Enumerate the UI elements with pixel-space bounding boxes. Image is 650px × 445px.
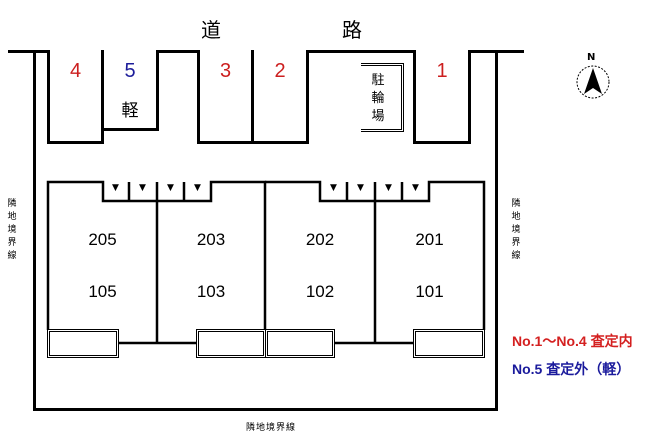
- lot-boundary-bottom: [33, 408, 498, 411]
- meter-mark: ▼: [112, 183, 119, 193]
- meter-mark: ▼: [385, 183, 392, 193]
- space-number: 2: [274, 60, 286, 82]
- parking-space-1[interactable]: 1: [413, 50, 471, 144]
- balcony-102: [265, 329, 335, 358]
- north-label: N: [587, 52, 596, 63]
- bicycle-parking-char: 輪: [371, 91, 385, 106]
- parking-space-2[interactable]: 2: [251, 50, 309, 144]
- lot-boundary-left: [33, 50, 36, 411]
- space-number: 3: [219, 60, 232, 82]
- unit-upper: 202: [305, 230, 335, 249]
- space-number: 4: [69, 60, 82, 82]
- legend-not-assessed: No.5 査定外（軽）: [512, 361, 631, 377]
- road-char-2: 路: [342, 18, 362, 42]
- legend-assessed: No.1～No.4 査定内: [512, 333, 633, 349]
- unit-upper: 205: [88, 230, 117, 249]
- north-arrow-icon: [576, 65, 610, 99]
- parking-space-4[interactable]: 4: [47, 50, 104, 144]
- boundary-label-bottom: 隣地境界線: [246, 423, 297, 433]
- road-char-1: 道: [201, 18, 221, 42]
- meter-mark: ▼: [167, 183, 174, 193]
- bicycle-parking-char: 場: [371, 109, 385, 124]
- boundary-label-right: 隣 地 境 界 線: [511, 199, 521, 261]
- meter-mark: ▼: [412, 183, 419, 193]
- unit-lower: 103: [196, 282, 226, 301]
- boundary-label-left: 隣 地 境 界 線: [7, 199, 17, 261]
- space-number: 5: [124, 60, 136, 82]
- unit-lower: 101: [415, 282, 444, 301]
- unit-lower: 102: [305, 282, 335, 301]
- bicycle-parking[interactable]: 駐 輪 場: [361, 63, 404, 132]
- unit-column-203-103[interactable]: 203 103: [157, 200, 265, 330]
- meter-mark: ▼: [139, 183, 146, 193]
- meter-mark: ▼: [194, 183, 201, 193]
- balcony-103: [196, 329, 266, 358]
- unit-column-201-101[interactable]: 201 101: [375, 200, 484, 330]
- unit-lower: 105: [88, 282, 117, 301]
- meter-mark: ▼: [330, 183, 337, 193]
- bicycle-parking-char: 駐: [371, 73, 385, 88]
- parking-space-5[interactable]: 5 軽: [101, 50, 159, 131]
- kei-car-label: 軽: [121, 101, 139, 121]
- balcony-105: [47, 329, 119, 358]
- meter-mark: ▼: [357, 183, 364, 193]
- unit-upper: 201: [415, 230, 444, 249]
- balcony-101: [413, 329, 485, 358]
- north-compass: N: [573, 52, 613, 102]
- unit-column-205-105[interactable]: 205 105: [48, 200, 157, 330]
- unit-upper: 203: [196, 230, 226, 249]
- lot-boundary-right: [495, 50, 498, 411]
- unit-column-202-102[interactable]: 202 102: [265, 200, 375, 330]
- space-number: 1: [436, 60, 448, 82]
